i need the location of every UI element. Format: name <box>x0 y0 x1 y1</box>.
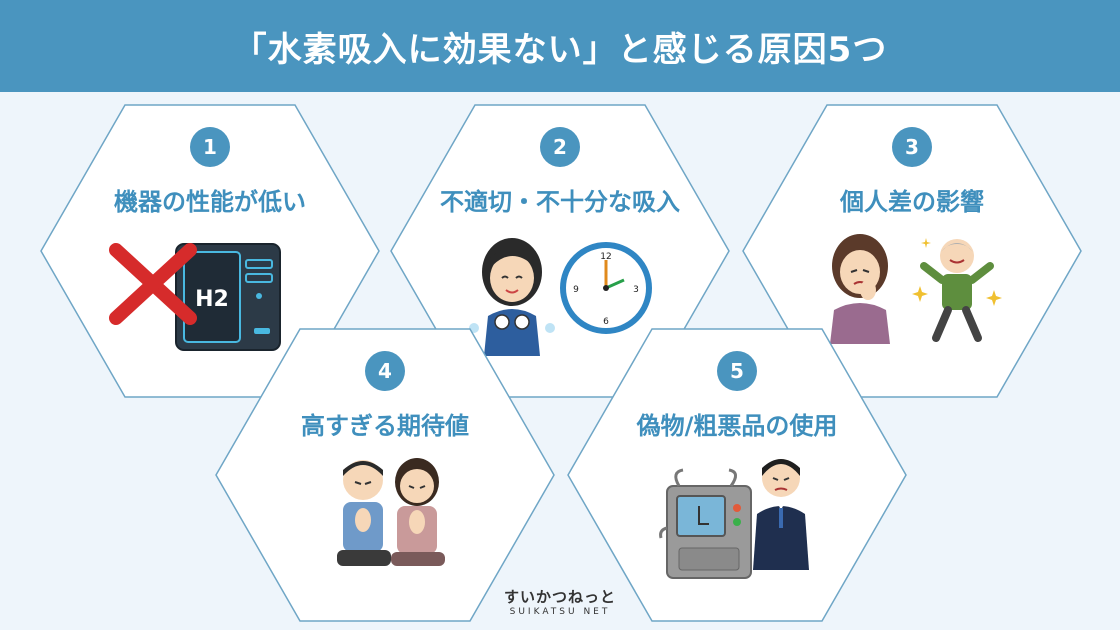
praying-couple-illustration <box>337 458 445 566</box>
cause-title: 機器の性能が低い <box>114 188 306 216</box>
tired-woman-illustration <box>830 234 890 344</box>
x-mark-icon <box>109 243 197 325</box>
cause-number-badge: 2 <box>540 127 580 167</box>
svg-text:12: 12 <box>600 252 611 262</box>
broken-machine-illustration <box>659 468 752 579</box>
cause-title: 高すぎる期待値 <box>301 412 469 440</box>
cause-title: 個人差の影響 <box>840 188 984 216</box>
page-title: 「水素吸入に効果ない」と感じる原因5つ <box>232 29 888 70</box>
worried-man-illustration <box>753 459 809 570</box>
cause-card-2: 2 不適切・不十分な吸入 12 3 6 9 <box>390 104 730 398</box>
logo-text: すいかつねっと <box>503 588 616 606</box>
cause-card-4: 4 高すぎる期待値 <box>215 328 555 622</box>
clock-icon: 12 3 6 9 <box>560 242 652 334</box>
cause-card-3: 3 個人差の影響 <box>742 104 1082 398</box>
svg-text:6: 6 <box>603 317 609 327</box>
site-logo: すいかつねっと SUIKATSU NET <box>490 586 630 617</box>
cause-card-1: 1 機器の性能が低い H2 <box>40 104 380 398</box>
cause-number-badge: 1 <box>190 127 230 167</box>
cause-number-badge: 3 <box>892 127 932 167</box>
cause-number-badge: 4 <box>365 351 405 391</box>
cause-number-badge: 5 <box>717 351 757 391</box>
svg-text:9: 9 <box>573 285 579 295</box>
hydrogen-device-illustration: H2 <box>175 243 281 351</box>
hexagon-shape <box>215 328 555 622</box>
hexagon-shape <box>742 104 1082 398</box>
svg-text:3: 3 <box>633 285 639 295</box>
cause-title: 偽物/粗悪品の使用 <box>636 412 838 440</box>
device-label: H2 <box>195 287 229 312</box>
energetic-elderly-man-illustration <box>912 238 1002 342</box>
cause-title: 不適切・不十分な吸入 <box>440 188 680 216</box>
cause-card-5: 5 偽物/粗悪品の使用 <box>567 328 907 622</box>
woman-inhaling-illustration <box>469 238 555 356</box>
header-banner: 「水素吸入に効果ない」と感じる原因5つ <box>0 0 1120 92</box>
logo-subtext: SUIKATSU NET <box>509 607 611 617</box>
